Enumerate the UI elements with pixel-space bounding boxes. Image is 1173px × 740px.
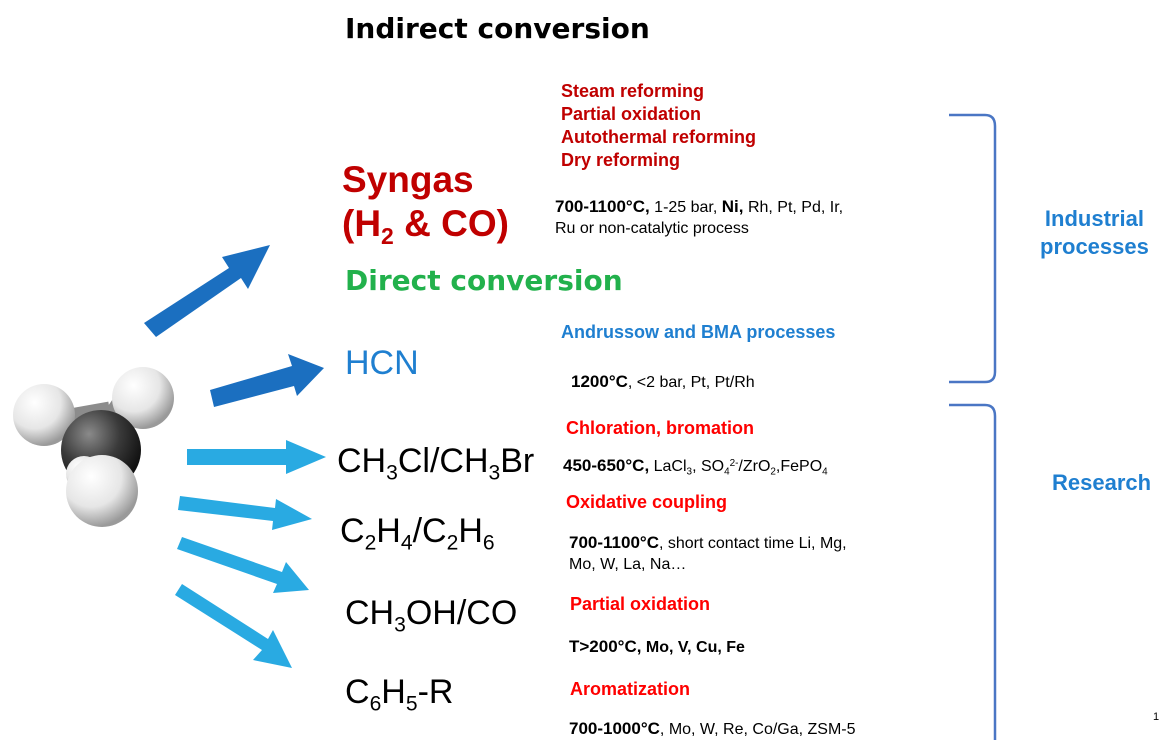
- ocm-process: Oxidative coupling: [566, 492, 728, 512]
- arrow-to-syngas: [144, 245, 270, 337]
- halide-process: Chloration, bromation: [566, 418, 754, 438]
- process-steam-reforming: Steam reforming: [561, 81, 705, 101]
- indirect-conversion-title: Indirect conversion: [345, 12, 650, 45]
- halide-conditions: 450-650°C, LaCl3, SO42-/ZrO2,FePO4: [563, 455, 828, 478]
- ocm-conditions: 700-1100°C, short contact time Li, Mg, M…: [569, 533, 847, 573]
- methane-molecule-icon: [13, 367, 174, 527]
- industrial-bracket: [949, 113, 997, 384]
- syngas-label: Syngas (H2 & CO): [342, 158, 509, 258]
- hcn-conditions: 1200°C, <2 bar, Pt, Pt/Rh: [571, 372, 755, 391]
- process-partial-oxidation: Partial oxidation: [561, 104, 702, 124]
- syngas-line1: Syngas: [342, 159, 474, 200]
- ocm-product: C2H4/C2H6: [340, 512, 495, 555]
- syngas-process-list: Steam reforming Partial oxidation Autoth…: [561, 80, 756, 172]
- methanol-process: Partial oxidation: [570, 594, 711, 614]
- arrow-to-aromatic: [175, 584, 292, 668]
- hcn-process: Andrussow and BMA processes: [561, 322, 836, 342]
- aromatic-product: C6H5-R: [345, 673, 454, 716]
- aromatization-process: Aromatization: [570, 679, 691, 699]
- direct-conversion-title: Direct conversion: [345, 264, 623, 297]
- syngas-conditions: 700-1100°C, 1-25 bar, Ni, Rh, Pt, Pd, Ir…: [555, 197, 844, 237]
- hcn-label: HCN: [345, 344, 419, 382]
- arrow-to-ocm: [178, 496, 312, 530]
- industrial-processes-label: Industrial processes: [1040, 206, 1149, 259]
- aromatic-conditions: 700-1000°C, Mo, W, Re, Co/Ga, ZSM-5: [569, 719, 856, 738]
- process-autothermal-reforming: Autothermal reforming: [561, 127, 757, 147]
- process-dry-reforming: Dry reforming: [561, 150, 681, 170]
- arrow-to-hcn: [210, 354, 324, 407]
- arrow-to-methanol: [177, 537, 309, 593]
- halide-product: CH3Cl/CH3Br: [337, 442, 535, 485]
- syngas-line2: (H2 & CO): [342, 203, 509, 250]
- research-bracket: [949, 403, 997, 740]
- research-label: Research: [1052, 470, 1152, 495]
- arrow-to-halide: [187, 440, 326, 474]
- page-number: 1: [1153, 711, 1160, 723]
- methanol-conditions: T>200°C, Mo, V, Cu, Fe: [569, 637, 745, 656]
- methanol-product: CH3OH/CO: [345, 594, 518, 637]
